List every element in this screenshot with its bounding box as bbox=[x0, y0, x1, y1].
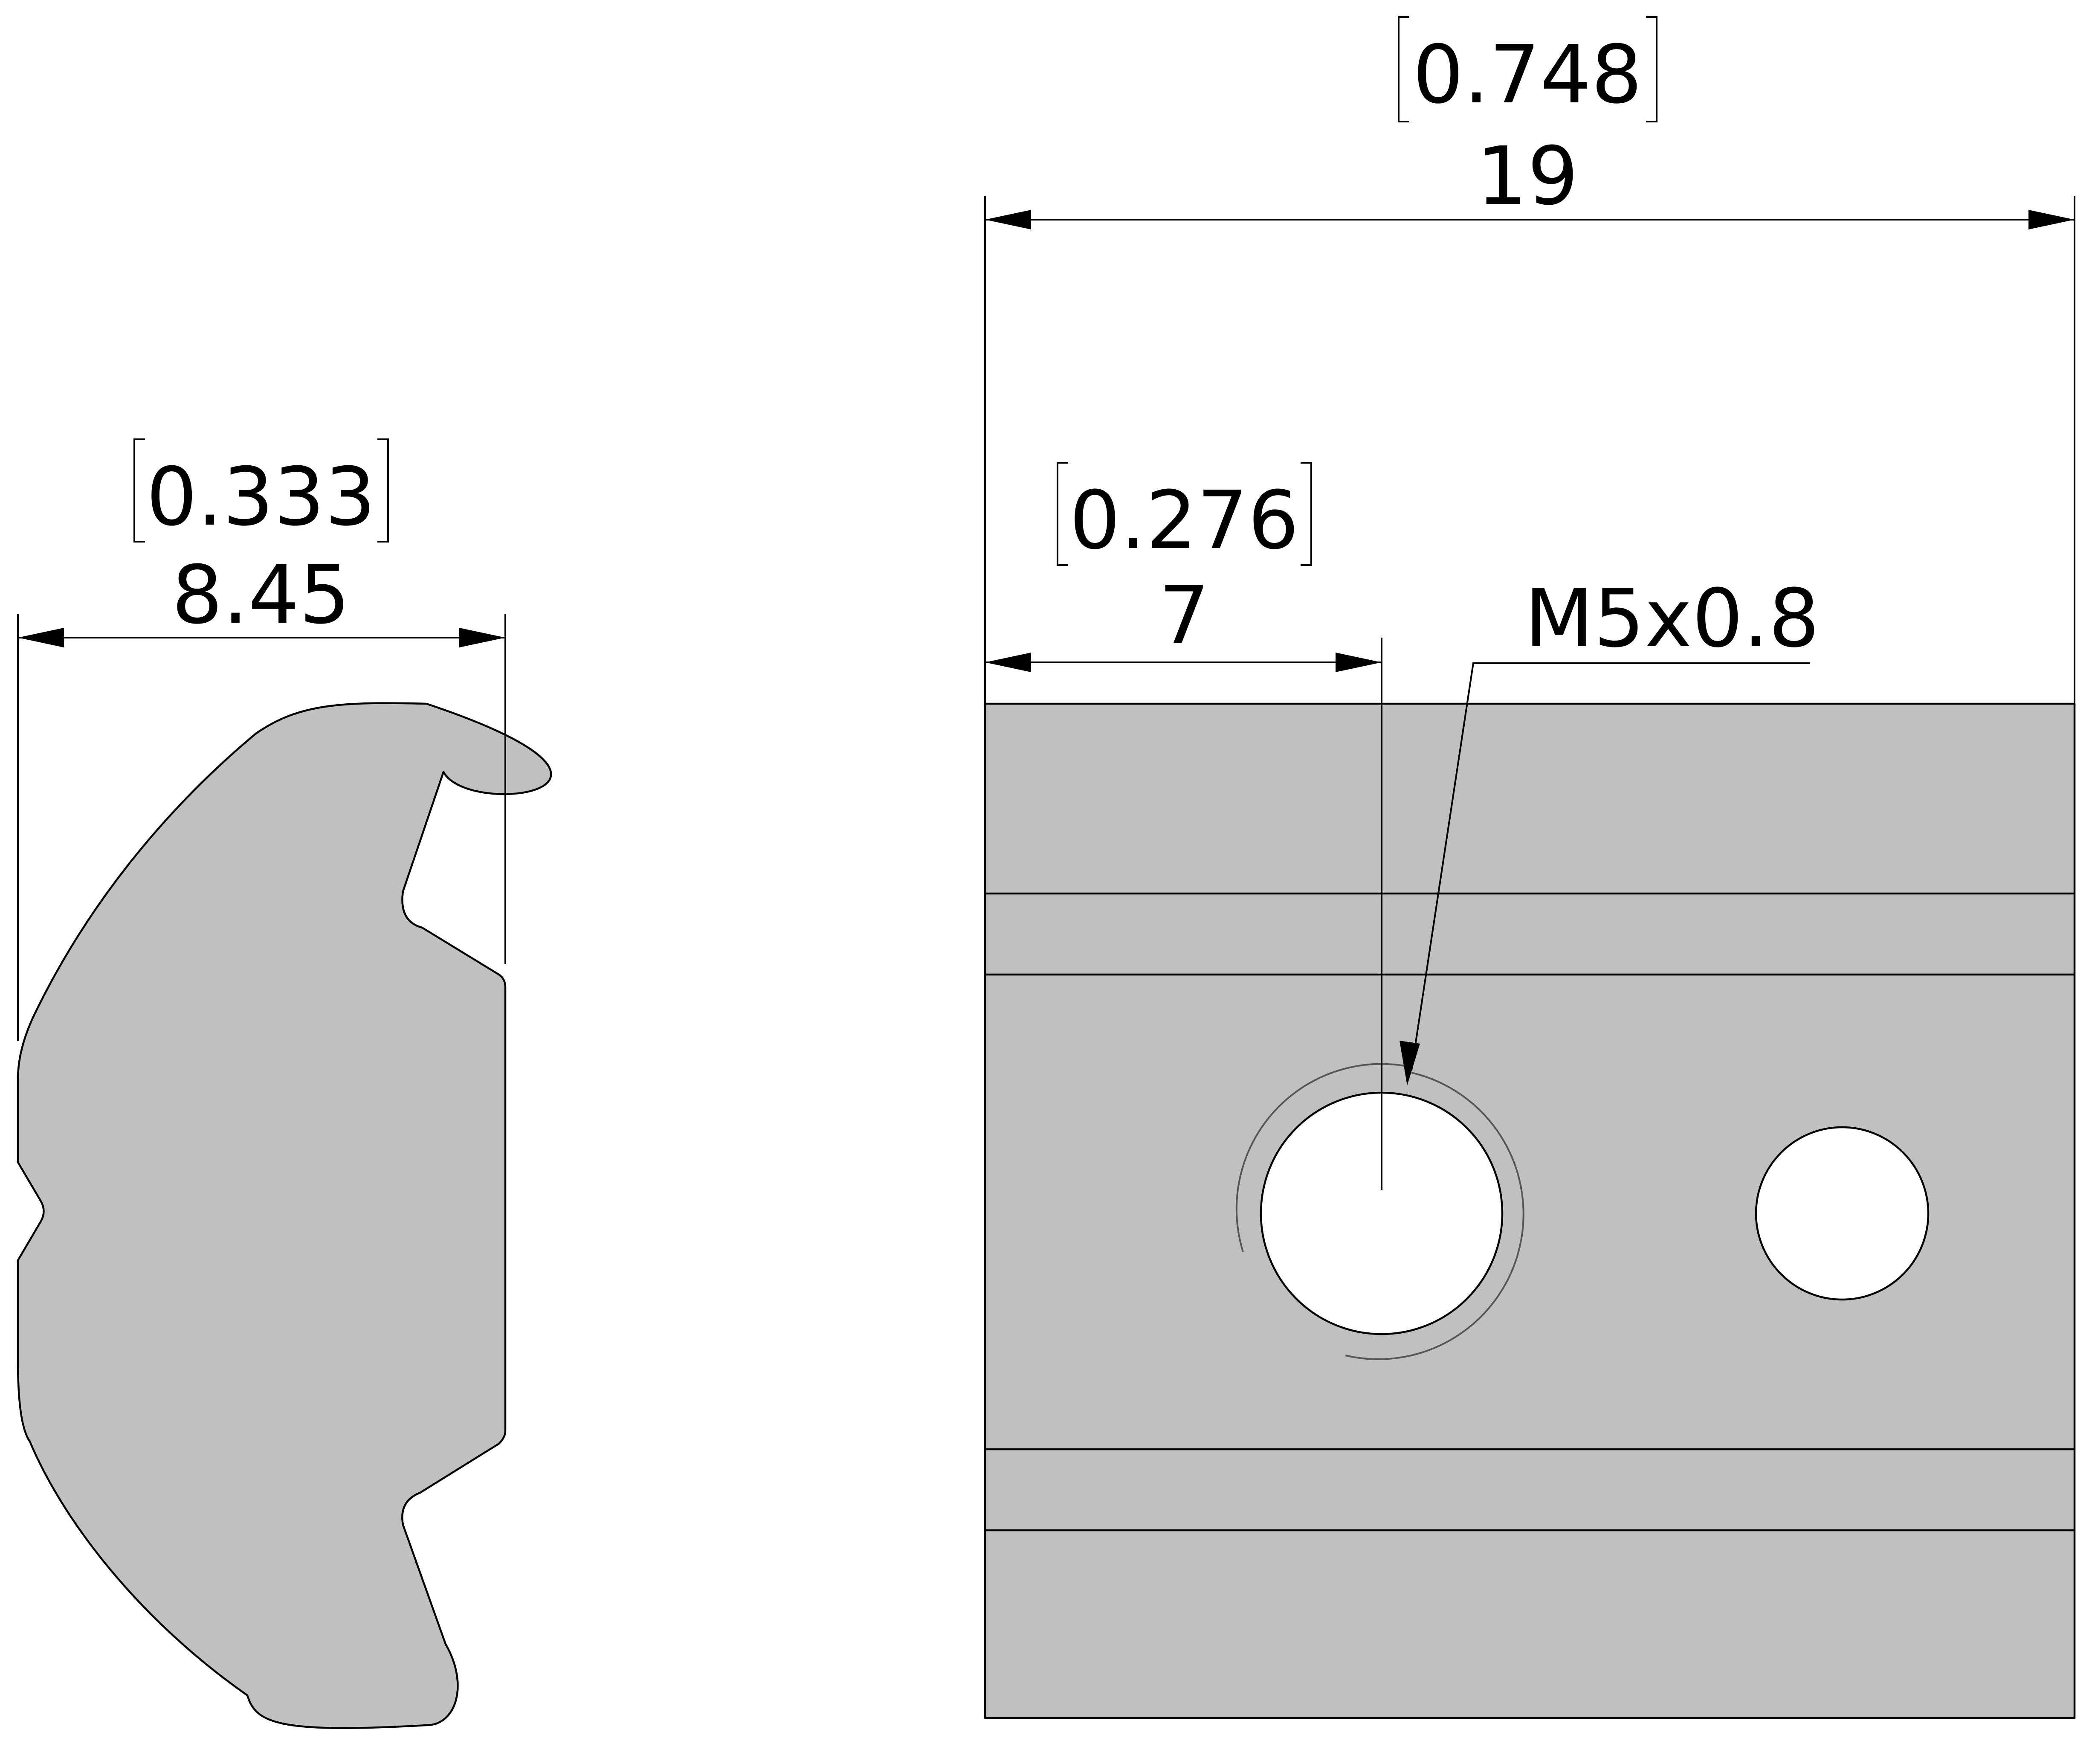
side-dim-arrow-right bbox=[459, 628, 505, 647]
front-view: 0.748 19 0.276 7 M5x0.8 bbox=[984, 16, 2076, 1719]
side-dim-arrow-left bbox=[18, 628, 64, 647]
side-width-mm-text: 8.45 bbox=[172, 548, 351, 642]
front-width-arrow-left bbox=[985, 210, 1031, 229]
front-width-mm-text: 19 bbox=[1476, 130, 1578, 223]
plain-hole bbox=[1755, 1126, 1930, 1301]
side-profile-shape bbox=[17, 702, 552, 1729]
front-width-in-text: 0.748 bbox=[1413, 28, 1642, 122]
side-view: 0.333 8.45 bbox=[17, 438, 552, 1729]
thread-major-diameter-arc bbox=[1235, 1063, 1408, 1252]
front-width-imperial-label: 0.748 bbox=[1398, 16, 1657, 122]
front-width-arrow-right bbox=[2028, 210, 2075, 229]
hole-offset-arrow-left bbox=[985, 653, 1031, 672]
thread-callout-leader bbox=[1411, 662, 1810, 1071]
side-width-in-text: 0.333 bbox=[146, 450, 376, 544]
hole-offset-imperial-label: 0.276 bbox=[1057, 462, 1312, 567]
side-width-imperial-label: 0.333 bbox=[133, 438, 389, 544]
hole-offset-mm-text: 7 bbox=[1159, 569, 1210, 662]
hole-offset-arrow-right bbox=[1336, 653, 1382, 672]
thread-callout-text: M5x0.8 bbox=[1524, 572, 1820, 665]
thread-callout-arrow bbox=[1400, 1041, 1420, 1085]
hole-offset-in-text: 0.276 bbox=[1069, 474, 1299, 567]
thread-major-diameter-arc-2 bbox=[1345, 1072, 1524, 1360]
